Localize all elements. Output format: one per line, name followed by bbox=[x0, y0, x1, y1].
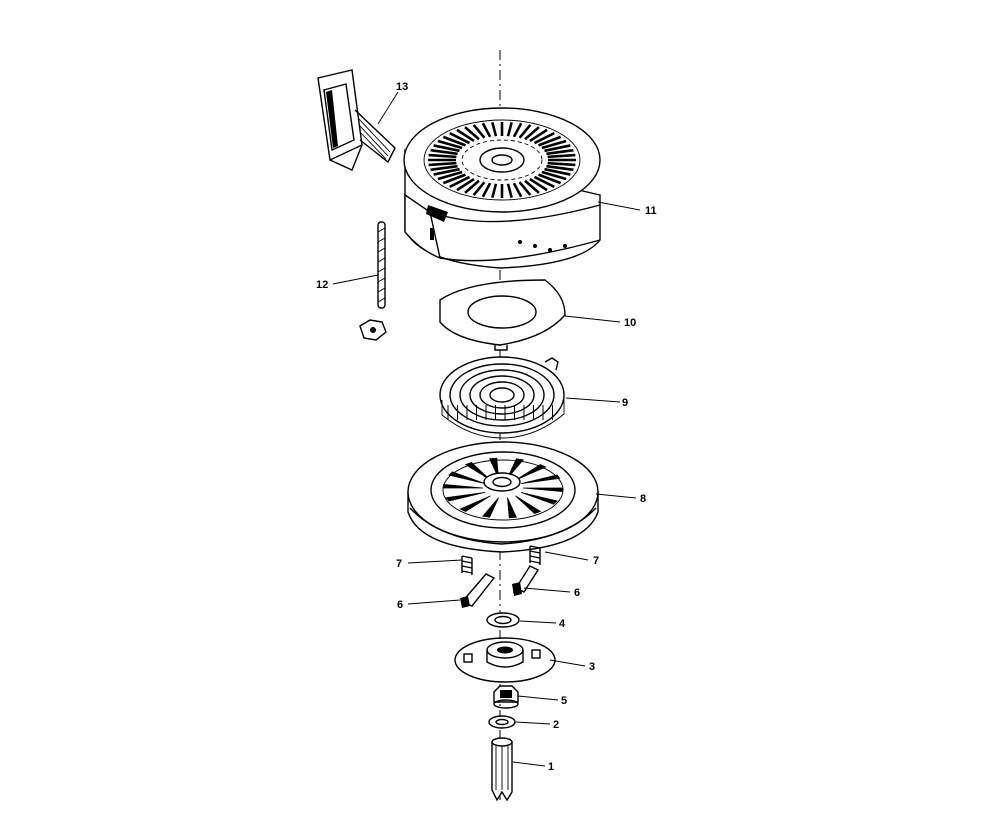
vent-slot bbox=[547, 161, 576, 167]
vent-slot bbox=[541, 139, 567, 150]
pulley-vane bbox=[459, 495, 491, 512]
callout-10: 10 bbox=[624, 317, 636, 329]
pulley-vane bbox=[520, 474, 561, 485]
vent-slot bbox=[538, 173, 562, 185]
vent-slot bbox=[449, 131, 471, 145]
part-2-small-washer bbox=[488, 715, 516, 729]
callout-9: 9 bbox=[622, 397, 628, 409]
vent-slot bbox=[524, 179, 540, 194]
vent-slot bbox=[430, 148, 458, 156]
vent-slot bbox=[491, 183, 498, 199]
part-7-pawl-spring-left bbox=[461, 555, 473, 575]
vent-slot bbox=[456, 177, 475, 192]
part-12-starter-rope bbox=[359, 221, 387, 341]
callout-4: 4 bbox=[559, 618, 566, 630]
callout-5: 5 bbox=[561, 695, 567, 707]
vent-slot bbox=[538, 135, 562, 147]
vent-slot bbox=[524, 126, 540, 141]
vent-slot bbox=[456, 128, 475, 143]
pulley-vane bbox=[507, 497, 517, 519]
vent-slot bbox=[472, 181, 486, 196]
vent-slot bbox=[442, 135, 466, 147]
vent-slot bbox=[547, 153, 576, 159]
callout-12: 12 bbox=[316, 279, 328, 291]
vent-slot bbox=[481, 122, 492, 138]
part-3-pawl-retainer bbox=[454, 637, 556, 683]
vent-slot bbox=[464, 126, 480, 141]
vent-slot bbox=[464, 179, 480, 194]
callout-6-right: 6 bbox=[574, 587, 580, 599]
callout-8: 8 bbox=[640, 493, 646, 505]
vent-slot bbox=[541, 170, 567, 181]
vent-slot bbox=[544, 167, 571, 176]
vent-slot bbox=[529, 177, 548, 192]
pulley-vane bbox=[515, 464, 547, 481]
part-6-pawl-left bbox=[460, 573, 496, 608]
callout-13: 13 bbox=[396, 81, 408, 93]
vent-slot bbox=[433, 167, 460, 176]
pulley-vane bbox=[481, 497, 499, 518]
leader-lines bbox=[332, 91, 641, 767]
vent-slot bbox=[442, 173, 466, 185]
vent-slot bbox=[472, 124, 486, 139]
pulley-vane bbox=[464, 462, 491, 481]
vent-slot bbox=[428, 153, 457, 159]
vent-slot bbox=[512, 122, 523, 138]
part-7-pawl-spring-right bbox=[529, 545, 541, 565]
part-5-center-screw bbox=[493, 685, 519, 709]
callout-6-left: 6 bbox=[397, 599, 403, 611]
callout-1: 1 bbox=[548, 761, 554, 773]
vent-slot bbox=[430, 164, 458, 172]
part-10-washer-plate bbox=[439, 279, 566, 351]
part-13-starter-handle bbox=[317, 69, 396, 171]
vent-slot bbox=[437, 139, 463, 150]
vent-slot bbox=[506, 183, 513, 199]
spring-coil-edges bbox=[447, 405, 553, 420]
vent-slot bbox=[481, 182, 492, 198]
vent-slot bbox=[491, 121, 498, 137]
vent-slot bbox=[518, 181, 532, 196]
vent-slot bbox=[512, 182, 523, 198]
pulley-vanes bbox=[442, 457, 564, 519]
vent-slot bbox=[437, 170, 463, 181]
vent-slot bbox=[533, 175, 555, 189]
pulley-vane bbox=[515, 495, 542, 514]
pulley-vane bbox=[522, 487, 564, 493]
pulley-vane bbox=[507, 458, 525, 479]
vent-slot bbox=[546, 164, 574, 172]
vent-slot bbox=[449, 175, 471, 189]
part-8-rope-pulley bbox=[407, 441, 599, 553]
part-6-pawl-right bbox=[512, 565, 540, 596]
vent-slot bbox=[428, 161, 457, 167]
callout-2: 2 bbox=[553, 719, 559, 731]
part-1-sleeve bbox=[491, 737, 513, 802]
pulley-vane bbox=[442, 483, 484, 489]
pulley-vane bbox=[520, 491, 558, 505]
vent-slot bbox=[544, 144, 571, 153]
part-9-recoil-spring bbox=[439, 356, 565, 439]
part-11-starter-housing bbox=[403, 107, 601, 269]
vent-slot bbox=[533, 131, 555, 145]
vent-slot bbox=[433, 144, 460, 153]
part-4-washer bbox=[486, 612, 520, 628]
vent-slot bbox=[518, 124, 532, 139]
vent-slot bbox=[546, 148, 574, 156]
vent-slot bbox=[529, 128, 548, 143]
callout-7-right: 7 bbox=[593, 555, 599, 567]
callout-11: 11 bbox=[645, 205, 657, 217]
housing-vent-slots bbox=[428, 121, 576, 199]
vent-slot bbox=[506, 121, 513, 137]
callout-3: 3 bbox=[589, 661, 595, 673]
pulley-vane bbox=[445, 491, 486, 502]
pulley-vane bbox=[448, 471, 486, 485]
callout-7-left: 7 bbox=[396, 558, 402, 570]
